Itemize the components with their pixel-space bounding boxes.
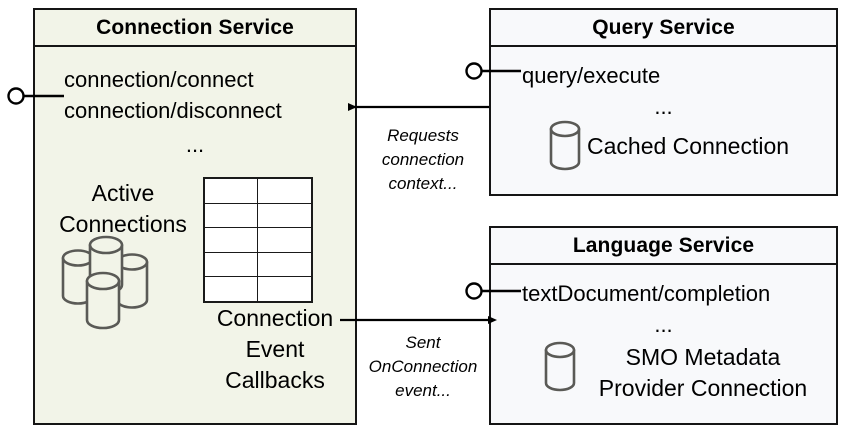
sent-event-label-line2: OnConnection <box>368 357 478 376</box>
cached-connection-label: Cached Connection <box>587 133 790 159</box>
connection-service-header: Connection Service <box>35 10 355 47</box>
table-cell <box>205 203 258 229</box>
query-service-body: query/execute ... Cached Connection <box>491 10 836 194</box>
query-service-title: Query Service <box>592 15 735 39</box>
language-service-body: textDocument/completion ... SMO Metadata… <box>491 228 836 423</box>
query-service-api-ellipsis: ... <box>654 94 673 119</box>
api-connection-connect[interactable]: connection/connect <box>64 67 254 92</box>
active-connections-label-line1: Active <box>91 180 155 206</box>
api-textdocument-completion[interactable]: textDocument/completion <box>522 281 771 306</box>
requests-context-label-line2: connection <box>381 150 465 169</box>
table-cell <box>258 204 311 229</box>
api-connection-disconnect[interactable]: connection/disconnect <box>64 98 282 123</box>
table-cell <box>205 179 258 204</box>
requests-context-label-line1: Requests <box>387 126 459 145</box>
sent-event-label-line3: event... <box>395 381 451 400</box>
table-cell <box>258 253 311 278</box>
callbacks-label-line1: Connection <box>216 305 334 331</box>
table-cell <box>258 179 311 204</box>
language-service-title: Language Service <box>572 233 755 257</box>
component-connection-service[interactable]: Connection Service connection/connect co… <box>33 8 357 425</box>
smo-metadata-label-line2: Provider Connection <box>598 375 808 401</box>
language-service-header: Language Service <box>491 228 836 265</box>
language-service-api-ellipsis: ... <box>654 312 673 337</box>
table-cell <box>205 252 258 278</box>
table-grid-icon <box>203 177 313 303</box>
requests-context-label-line3: context... <box>388 174 458 193</box>
connection-service-body: connection/connect connection/disconnect… <box>35 10 355 423</box>
component-language-service[interactable]: Language Service textDocument/completion… <box>489 226 838 425</box>
component-query-service[interactable]: Query Service query/execute ... Cached C… <box>489 8 838 196</box>
callbacks-label-line3: Callbacks <box>225 367 325 393</box>
table-cell <box>205 277 258 301</box>
table-cell <box>258 228 311 253</box>
table-cell <box>258 277 311 301</box>
query-service-header: Query Service <box>491 10 836 47</box>
connection-service-api-ellipsis: ... <box>185 132 205 157</box>
smo-metadata-label-line1: SMO Metadata <box>625 344 781 370</box>
api-query-execute[interactable]: query/execute <box>522 63 661 88</box>
sent-event-label-line1: Sent <box>405 333 441 352</box>
connection-service-title: Connection Service <box>96 15 294 39</box>
active-connections-label-line2: Connections <box>59 211 187 237</box>
table-cell <box>205 228 258 253</box>
callbacks-label-line2: Event <box>245 336 305 362</box>
